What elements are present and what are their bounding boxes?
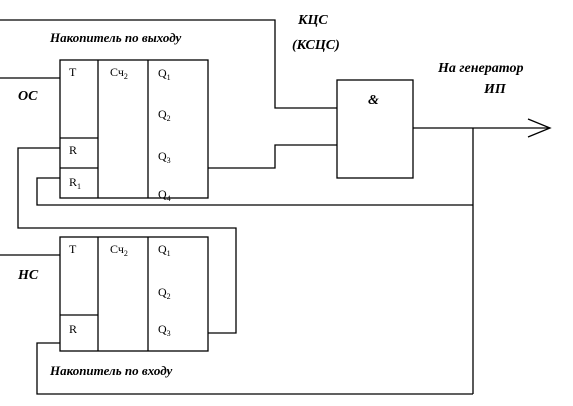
counter-top-body	[59, 59, 209, 199]
output-label-line1: На генератор	[437, 61, 523, 76]
counter-bottom-q3-label: Q3	[158, 322, 171, 338]
and-gate-body	[336, 79, 414, 179]
output-label: На генератор ИП	[437, 61, 523, 97]
and-gate: & КЦС (КСЦС)	[292, 13, 414, 179]
wire-top-feed-to-gate	[0, 19, 337, 109]
counter-top-type-label: Сч2	[110, 65, 128, 81]
counter-top-side-label: ОС	[18, 89, 38, 104]
counter-top-q2-label: Q2	[158, 107, 171, 123]
output-label-line2: ИП	[483, 82, 507, 97]
counter-top-q3-label: Q3	[158, 149, 171, 165]
counter-bottom: T Сч2 R Q1 Q2 Q3 Накопитель по входу НС	[17, 236, 209, 378]
counter-bottom-t-label: T	[69, 242, 77, 256]
counter-bottom-type-label: Сч2	[110, 242, 128, 258]
counter-top-r1-label: R1	[69, 175, 81, 191]
gate-label-line2: (КСЦС)	[292, 38, 340, 53]
gate-label-line1: КЦС	[297, 13, 328, 28]
counter-bottom-q1-label: Q1	[158, 242, 171, 258]
wire-q3-to-gate	[148, 144, 337, 169]
wire-feedback-r-bottom	[36, 342, 473, 395]
output-arrow-icon	[527, 118, 552, 138]
counter-bottom-body	[59, 236, 209, 352]
counter-top-r-label: R	[69, 143, 77, 157]
counter-bottom-q2-label: Q2	[158, 285, 171, 301]
counter-top: T Сч2 R R1 Q1 Q2 Q3 Q4 Накопитель по вых…	[18, 30, 209, 203]
wire-feedback-r1	[36, 177, 473, 206]
counter-top-q4-label: Q4	[158, 187, 171, 203]
counter-top-q1-label: Q1	[158, 66, 171, 82]
counter-bottom-side-label: НС	[17, 268, 39, 283]
counter-bottom-caption: Накопитель по входу	[49, 363, 172, 378]
counter-top-caption: Накопитель по выходу	[49, 30, 182, 45]
counter-bottom-r-label: R	[69, 322, 77, 336]
counter-top-t-label: T	[69, 65, 77, 79]
and-gate-symbol: &	[368, 93, 379, 108]
